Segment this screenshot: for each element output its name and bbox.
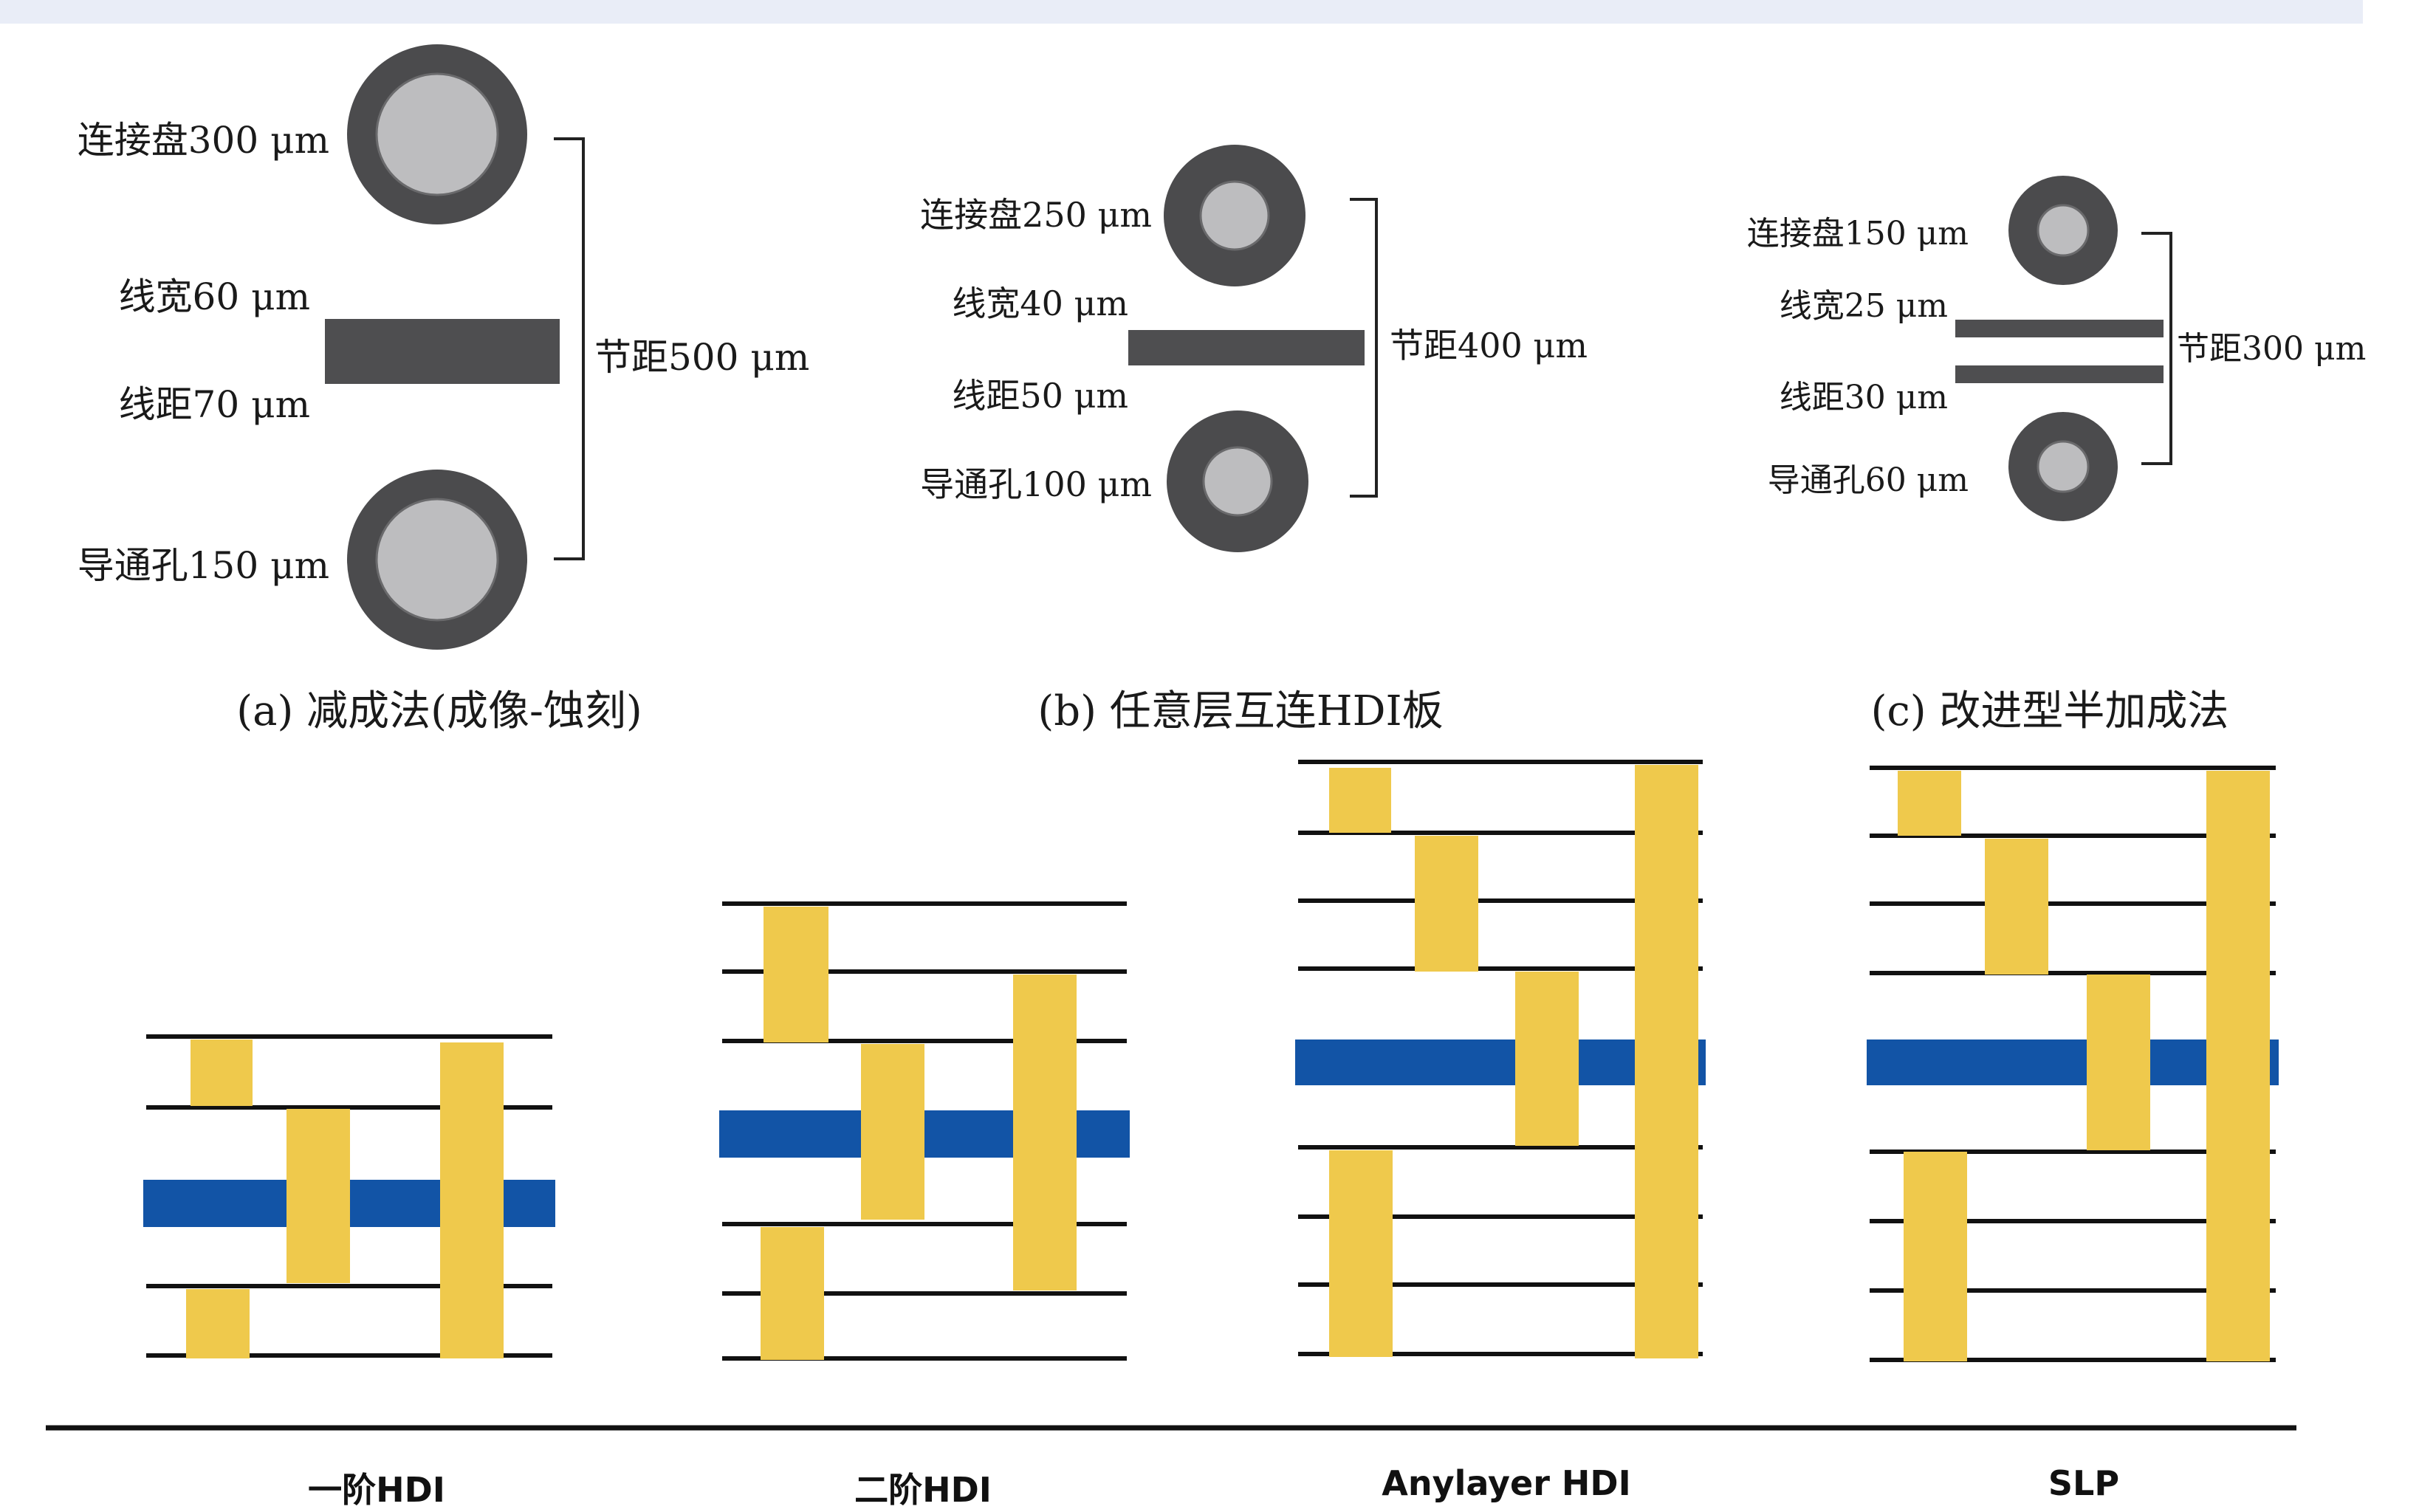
slp-via-3 [2087, 975, 2150, 1150]
anylayer-hdi-via-3 [1515, 972, 1579, 1146]
panel-a-pitch-label: 节距500 μm [594, 336, 810, 379]
panel-c-pitch-bracket [2141, 232, 2172, 465]
panel-b-line-width-label: 线宽40 μm [952, 284, 1128, 323]
first-order-hdi-via-2 [286, 1109, 350, 1283]
panel-c-caption: (c) 改进型半加成法 [1870, 687, 2229, 735]
slp-via-5 [2206, 771, 2270, 1361]
panel-c-line-width-label: 线宽25 μm [1779, 287, 1948, 325]
panel-a-caption: (a) 减成法(成像-蚀刻) [236, 687, 642, 735]
panel-c-trace-1 [1955, 320, 2164, 337]
second-order-hdi-via-3 [1013, 975, 1077, 1291]
first-order-hdi-via-1 [191, 1040, 253, 1106]
stackup-label-anylayer-hdi: Anylayer HDI [1382, 1463, 1631, 1503]
panel-b-caption: (b) 任意层互连HDI板 [1037, 687, 1444, 735]
panel-a-line-space-label: 线距70 μm [118, 383, 310, 426]
panel-b-via-label: 导通孔100 μm [920, 464, 1152, 504]
panel-c-bottom-pad-core [2037, 440, 2090, 493]
panel-c-via-label: 导通孔60 μm [1767, 461, 1969, 499]
anylayer-hdi-via-5 [1635, 765, 1698, 1358]
panel-c-pad-label: 连接盘150 μm [1746, 215, 1969, 252]
panel-c-top-pad-core [2037, 204, 2090, 257]
slp-via-4 [1904, 1152, 1967, 1361]
stackup-label-second-order-hdi: 二阶HDI [854, 1470, 992, 1510]
panel-a-pad-label: 连接盘300 μm [77, 119, 329, 162]
second-order-hdi-via-4 [761, 1227, 824, 1360]
first-order-hdi-via-3 [440, 1042, 504, 1358]
anylayer-hdi-via-4 [1329, 1150, 1393, 1357]
stackup-label-first-order-hdi: 一阶HDI [308, 1470, 445, 1510]
panel-b-pitch-label: 节距400 μm [1390, 326, 1588, 365]
panel-b-trace [1128, 330, 1365, 365]
slp-via-2 [1985, 839, 2048, 975]
panel-a-line-width-label: 线宽60 μm [118, 275, 310, 318]
panel-a-trace [325, 319, 560, 384]
second-order-hdi-via-1 [764, 907, 828, 1042]
panel-c-trace-2 [1955, 365, 2164, 383]
top-band [0, 0, 2363, 24]
first-order-hdi-via-4 [186, 1289, 250, 1358]
panel-c-line-space-label: 线距30 μm [1779, 379, 1948, 416]
panel-b-pitch-bracket [1350, 198, 1378, 498]
anylayer-hdi-via-1 [1329, 768, 1391, 833]
panel-a-via-label: 导通孔150 μm [77, 544, 329, 587]
slp-via-1 [1898, 771, 1961, 836]
panel-a-top-pad-core [375, 72, 499, 196]
panel-b-line-space-label: 线距50 μm [952, 376, 1128, 416]
panel-a-bottom-pad-core [375, 498, 499, 622]
panel-c-pitch-label: 节距300 μm [2177, 330, 2367, 368]
second-order-hdi-via-2 [861, 1044, 924, 1220]
stackup-label-slp: SLP [2048, 1463, 2120, 1503]
panel-b-pad-label: 连接盘250 μm [920, 195, 1152, 235]
panel-a-pitch-bracket [554, 137, 585, 560]
panel-b-bottom-pad-core [1202, 446, 1273, 517]
anylayer-hdi-via-2 [1415, 836, 1478, 972]
panel-b-top-pad-core [1199, 180, 1270, 251]
